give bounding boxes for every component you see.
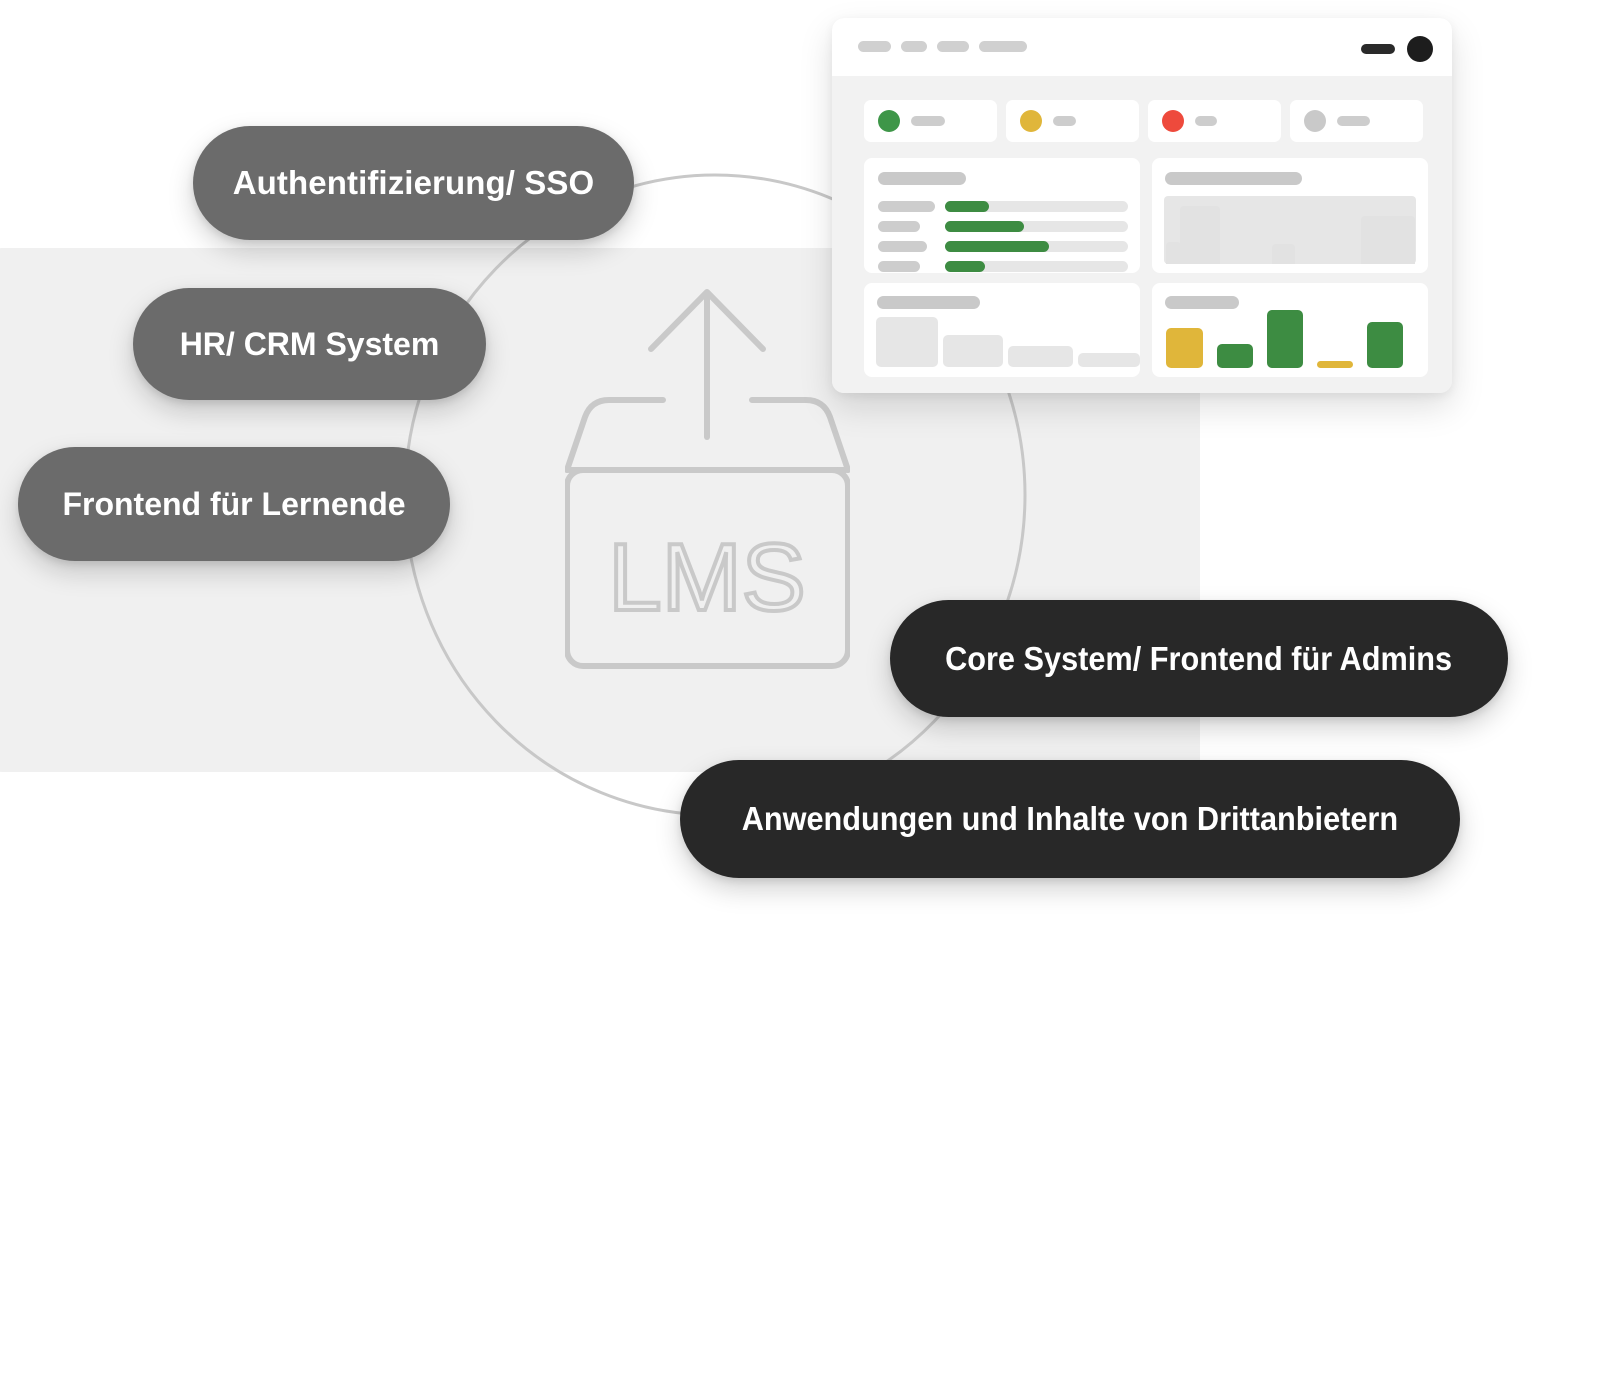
dashboard-body (832, 76, 1452, 393)
panel-title-placeholder (1165, 172, 1302, 185)
status-dot-green (878, 110, 900, 132)
histogram-bar (1166, 242, 1181, 264)
bar-chart-panel (1152, 283, 1428, 377)
avatar[interactable] (1407, 36, 1433, 62)
pill-authentifizierung-sso[interactable]: Authentifizierung/ SSO (193, 126, 634, 240)
histogram-bar (1361, 216, 1415, 264)
status-label-placeholder (1053, 116, 1076, 126)
nav-pill-4[interactable] (979, 41, 1027, 52)
panel-title-placeholder (878, 172, 966, 185)
funnel-panel (864, 283, 1140, 377)
dashboard-titlebar-right (1361, 36, 1433, 62)
histogram-bar (1272, 244, 1295, 264)
progress-fill (945, 221, 1024, 232)
status-dot-red (1162, 110, 1184, 132)
status-card[interactable] (1006, 100, 1139, 142)
progress-label-placeholder (878, 241, 927, 252)
progress-row (878, 201, 1128, 212)
histogram-panel (1152, 158, 1428, 273)
pill-label: Frontend für Lernende (62, 485, 406, 522)
status-card-row (864, 100, 1423, 142)
pill-label: HR/ CRM System (179, 325, 440, 362)
lms-label: LMS (608, 524, 805, 631)
progress-rows (878, 201, 1128, 281)
progress-fill (945, 261, 986, 272)
status-card[interactable] (864, 100, 997, 142)
pill-hr-crm-system[interactable]: HR/ CRM System (133, 288, 486, 400)
status-dot-yellow (1020, 110, 1042, 132)
dashboard-window-mockup (832, 18, 1452, 393)
pill-label: Core System/ Frontend für Admins (945, 639, 1453, 677)
progress-label-placeholder (878, 221, 920, 232)
progress-fill (945, 201, 989, 212)
funnel-block (1008, 346, 1073, 367)
pill-frontend-fuer-lernende[interactable]: Frontend für Lernende (18, 447, 450, 561)
funnel-block (1078, 353, 1140, 367)
bar-green (1267, 310, 1303, 368)
bar-green (1367, 322, 1403, 368)
dashboard-nav-placeholders (858, 41, 1027, 52)
pill-label: Authentifizierung/ SSO (232, 164, 595, 201)
progress-track (945, 261, 1128, 272)
progress-fill (945, 241, 1050, 252)
lms-upload-box-icon: LMS (564, 272, 851, 672)
nav-pill-1[interactable] (858, 41, 891, 52)
panel-title-placeholder (1165, 296, 1239, 309)
histogram-plot (1164, 196, 1416, 264)
status-card[interactable] (1148, 100, 1281, 142)
menu-dash-icon[interactable] (1361, 44, 1395, 54)
progress-label-placeholder (878, 201, 935, 212)
status-label-placeholder (1195, 116, 1217, 126)
bar-yellow (1317, 361, 1353, 368)
progress-row (878, 241, 1128, 252)
pill-core-system-frontend-fuer-admins[interactable]: Core System/ Frontend für Admins (890, 600, 1508, 717)
progress-list-panel (864, 158, 1140, 273)
progress-label-placeholder (878, 261, 920, 272)
dashboard-titlebar (832, 18, 1452, 76)
lms-icon-svg: LMS (564, 289, 851, 669)
pill-anwendungen-und-inhalte-von-drittanbietern[interactable]: Anwendungen und Inhalte von Drittanbiete… (680, 760, 1460, 878)
nav-pill-2[interactable] (901, 41, 927, 52)
status-card[interactable] (1290, 100, 1423, 142)
status-label-placeholder (1337, 116, 1370, 126)
progress-track (945, 241, 1128, 252)
bar-yellow (1166, 328, 1203, 368)
progress-track (945, 221, 1128, 232)
panel-title-placeholder (877, 296, 980, 309)
status-label-placeholder (911, 116, 945, 126)
progress-row (878, 261, 1128, 272)
pill-label: Anwendungen und Inhalte von Drittanbiete… (741, 800, 1399, 837)
bar-chart-bars (1166, 306, 1403, 368)
funnel-block (943, 335, 1003, 367)
histogram-bar (1180, 206, 1220, 264)
funnel-blocks (876, 317, 1140, 367)
nav-pill-3[interactable] (937, 41, 969, 52)
bar-green (1217, 344, 1253, 368)
status-dot-gray (1304, 110, 1326, 132)
funnel-block (876, 317, 938, 367)
progress-row (878, 221, 1128, 232)
progress-track (945, 201, 1128, 212)
